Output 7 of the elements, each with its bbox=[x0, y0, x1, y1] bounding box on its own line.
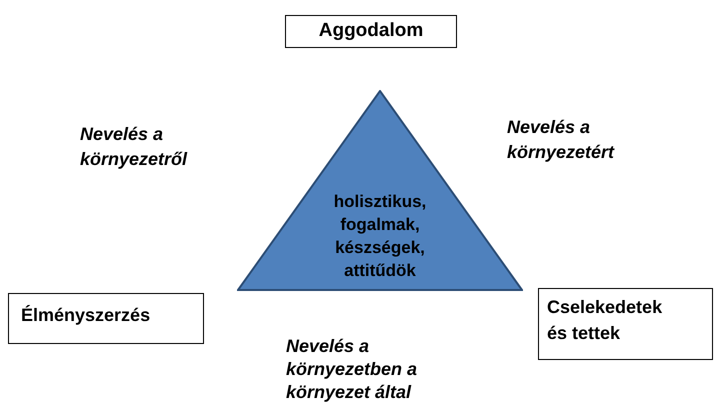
italic-label: Nevelés a környezetről bbox=[80, 123, 188, 171]
triangle-text: holisztikus, fogalmak, készségek, attitűdök bbox=[332, 191, 428, 282]
text-box: Cselekedetek és tettek bbox=[538, 288, 713, 360]
italic-label: Nevelés a környezetért bbox=[507, 116, 616, 164]
text-box: Aggodalom bbox=[285, 15, 457, 48]
italic-label: Nevelés a környezetben a környezet által bbox=[286, 335, 418, 404]
text-box: Élményszerzés bbox=[8, 293, 204, 344]
